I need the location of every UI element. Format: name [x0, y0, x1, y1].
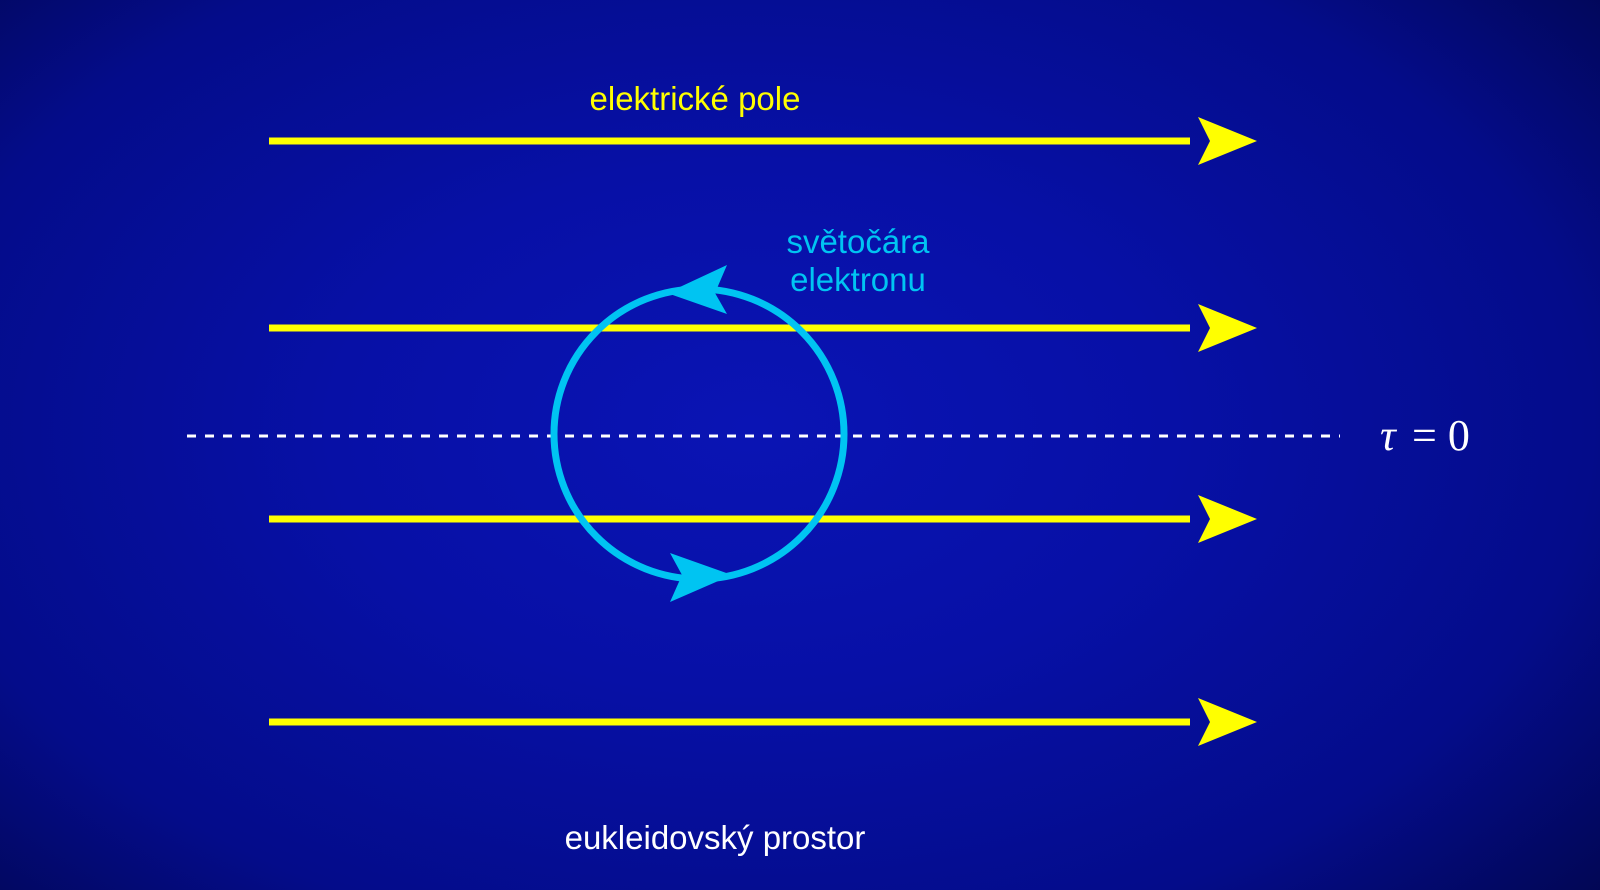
field-line-1 — [269, 117, 1257, 165]
field-label: elektrické pole — [590, 80, 801, 117]
worldline-arrow-bottom-icon — [670, 553, 732, 602]
worldline-label-line1: světočára — [786, 223, 930, 260]
arrow-head-icon — [1198, 304, 1257, 352]
field-line-3 — [269, 495, 1257, 543]
arrow-head-icon — [1198, 495, 1257, 543]
tau-symbol: τ — [1380, 411, 1398, 460]
worldline-arrow-top-icon — [667, 265, 727, 314]
worldline-loop — [550, 285, 848, 583]
field-line-4 — [269, 698, 1257, 746]
arrow-head-icon — [1198, 117, 1257, 165]
arrow-head-icon — [1198, 698, 1257, 746]
worldline-label-line2: elektronu — [790, 261, 926, 298]
electric-field-lines — [269, 117, 1257, 746]
electron-worldline — [550, 265, 848, 602]
space-label: eukleidovský prostor — [565, 819, 866, 856]
tau-equals-zero: = 0 — [1412, 411, 1470, 460]
field-line-2 — [269, 304, 1257, 352]
